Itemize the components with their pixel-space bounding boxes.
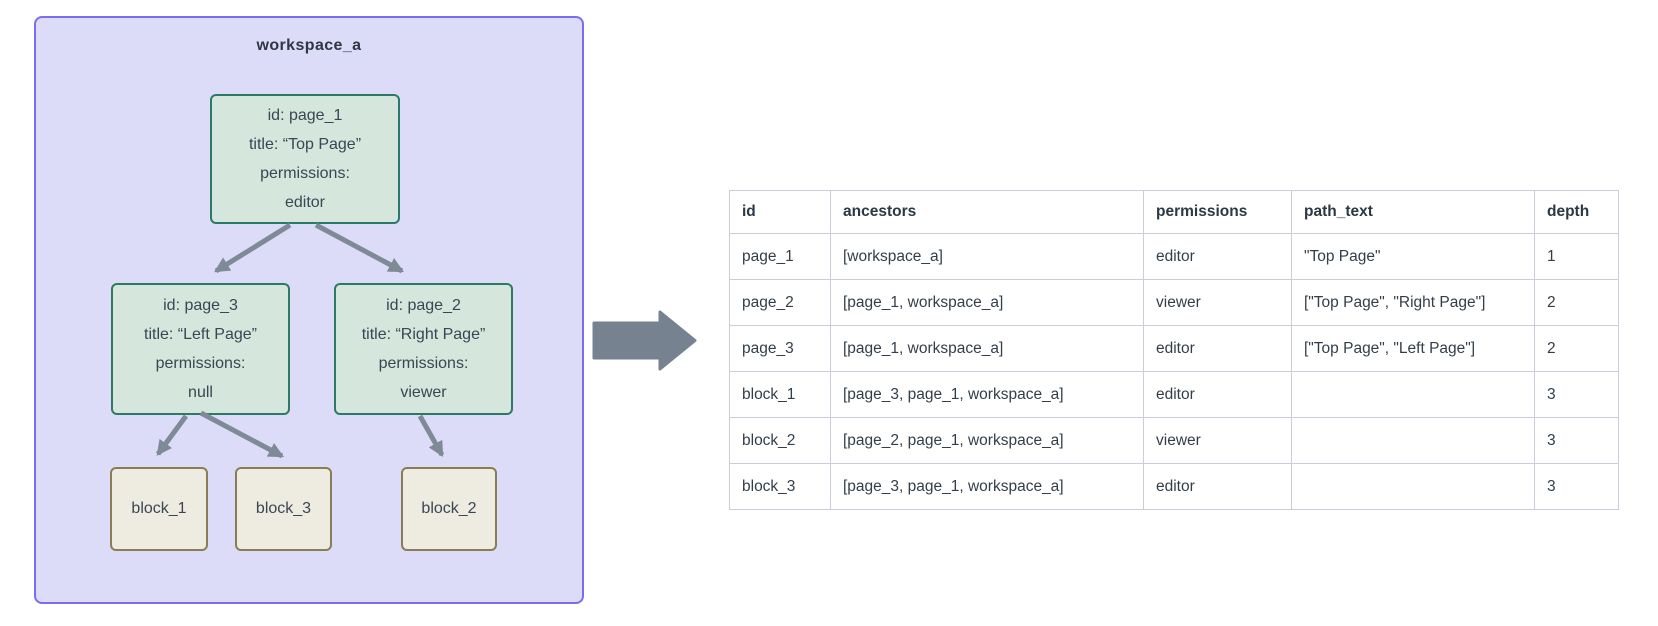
table-header: id ancestors permissions path_text depth bbox=[729, 190, 1619, 234]
node-line-id: id: page_1 bbox=[267, 107, 343, 124]
cell-id: page_1 bbox=[729, 233, 831, 280]
workspace-container: workspace_a id: page_1 title: “Top Page”… bbox=[34, 16, 584, 604]
node-line-id: id: page_2 bbox=[386, 297, 461, 314]
table-row: block_1 [page_3, page_1, workspace_a] ed… bbox=[729, 371, 1619, 418]
workspace-title: workspace_a bbox=[256, 37, 362, 54]
cell-depth: 2 bbox=[1534, 279, 1619, 326]
cell-path-text bbox=[1291, 463, 1535, 510]
cell-depth: 2 bbox=[1534, 325, 1619, 372]
node-block-3: block_3 bbox=[235, 467, 332, 551]
cell-id: page_3 bbox=[729, 325, 831, 372]
column-header-depth: depth bbox=[1534, 190, 1619, 234]
block-label: block_2 bbox=[421, 500, 477, 517]
cell-path-text bbox=[1291, 371, 1535, 418]
node-page-2: id: page_2 title: “Right Page” permissio… bbox=[334, 283, 513, 415]
node-line-permission-value: viewer bbox=[400, 384, 447, 401]
cell-depth: 1 bbox=[1534, 233, 1619, 280]
cell-ancestors: [page_1, workspace_a] bbox=[830, 279, 1144, 326]
cell-path-text: ["Top Page", "Left Page"] bbox=[1291, 325, 1535, 372]
cell-id: page_2 bbox=[729, 279, 831, 326]
table-row: page_2 [page_1, workspace_a] viewer ["To… bbox=[729, 279, 1619, 326]
column-header-ancestors: ancestors bbox=[830, 190, 1144, 234]
block-label: block_3 bbox=[255, 500, 312, 517]
table-header-row: id ancestors permissions path_text depth bbox=[729, 190, 1619, 234]
cell-depth: 3 bbox=[1534, 463, 1619, 510]
cell-permissions: viewer bbox=[1143, 279, 1292, 326]
cell-ancestors: [page_3, page_1, workspace_a] bbox=[830, 371, 1144, 418]
block-label: block_1 bbox=[131, 500, 187, 517]
cell-ancestors: [workspace_a] bbox=[830, 233, 1144, 280]
cell-ancestors: [page_2, page_1, workspace_a] bbox=[830, 417, 1144, 464]
node-line-title: title: “Right Page” bbox=[361, 326, 486, 343]
node-line-permissions: permissions: bbox=[260, 165, 350, 182]
node-page-1: id: page_1 title: “Top Page” permissions… bbox=[210, 94, 400, 224]
column-header-path-text: path_text bbox=[1291, 190, 1535, 234]
cell-permissions: editor bbox=[1143, 463, 1292, 510]
table-row: block_3 [page_3, page_1, workspace_a] ed… bbox=[729, 463, 1619, 510]
cell-id: block_1 bbox=[729, 371, 831, 418]
node-line-permission-value: null bbox=[188, 384, 213, 401]
cell-permissions: viewer bbox=[1143, 417, 1292, 464]
cell-permissions: editor bbox=[1143, 325, 1292, 372]
node-line-id: id: page_3 bbox=[163, 297, 238, 314]
cell-path-text: "Top Page" bbox=[1291, 233, 1535, 280]
cell-ancestors: [page_1, workspace_a] bbox=[830, 325, 1144, 372]
cell-path-text bbox=[1291, 417, 1535, 464]
node-line-permissions: permissions: bbox=[155, 355, 246, 372]
cell-depth: 3 bbox=[1534, 417, 1619, 464]
table-row: block_2 [page_2, page_1, workspace_a] vi… bbox=[729, 417, 1619, 464]
cell-permissions: editor bbox=[1143, 233, 1292, 280]
table-body: page_1 [workspace_a] editor "Top Page" 1… bbox=[729, 233, 1619, 510]
node-block-2: block_2 bbox=[401, 467, 497, 551]
node-line-permissions: permissions: bbox=[378, 355, 469, 372]
table-row: page_3 [page_1, workspace_a] editor ["To… bbox=[729, 325, 1619, 372]
cell-depth: 3 bbox=[1534, 371, 1619, 418]
node-line-title: title: “Top Page” bbox=[248, 136, 362, 153]
cell-path-text: ["Top Page", "Right Page"] bbox=[1291, 279, 1535, 326]
right-block-arrow-icon bbox=[592, 310, 697, 371]
column-header-permissions: permissions bbox=[1143, 190, 1292, 234]
cell-id: block_3 bbox=[729, 463, 831, 510]
node-line-permission-value: editor bbox=[284, 194, 326, 211]
result-table: id ancestors permissions path_text depth… bbox=[729, 190, 1619, 510]
cell-id: block_2 bbox=[729, 417, 831, 464]
cell-permissions: editor bbox=[1143, 371, 1292, 418]
cell-ancestors: [page_3, page_1, workspace_a] bbox=[830, 463, 1144, 510]
node-line-title: title: “Left Page” bbox=[144, 326, 257, 343]
table-row: page_1 [workspace_a] editor "Top Page" 1 bbox=[729, 233, 1619, 280]
node-block-1: block_1 bbox=[110, 467, 208, 551]
node-page-3: id: page_3 title: “Left Page” permission… bbox=[111, 283, 290, 415]
column-header-id: id bbox=[729, 190, 831, 234]
